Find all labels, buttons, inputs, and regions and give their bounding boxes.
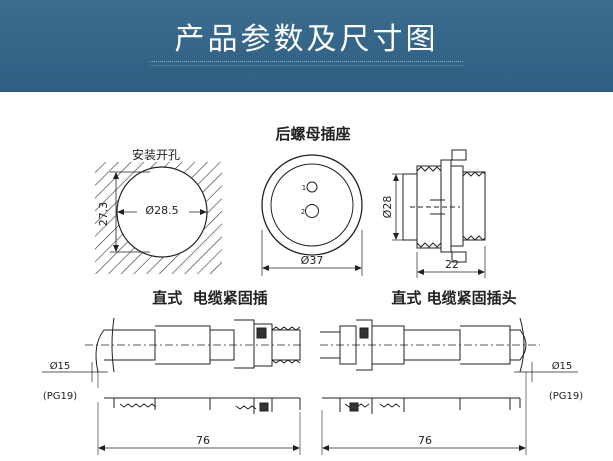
right-plug-drawing (320, 317, 578, 455)
right-plug-diameter-label: Ø15 (552, 360, 573, 372)
pin-2-label: 2 (301, 208, 305, 216)
pin-2-contact (305, 204, 319, 218)
socket-front-view (261, 154, 363, 276)
left-plug-drawing (42, 317, 303, 455)
right-plug-length-label: 76 (418, 434, 432, 447)
rear-nut-socket-title: 后螺母插座 (275, 125, 350, 143)
banner-decorative-line (150, 61, 463, 66)
panel-cutout-drawing (95, 162, 222, 274)
side-length-label: 22 (445, 258, 459, 271)
pin-1-label: 1 (302, 184, 306, 192)
panel-cutout-label: 安装开孔 (132, 147, 180, 162)
pin-1-contact (306, 181, 318, 193)
header-banner: 产品参数及尺寸图 (0, 0, 613, 92)
left-plug-diameter-label: Ø15 (50, 360, 71, 372)
face-diameter-label: Ø37 (301, 254, 324, 267)
straight-cable-plug-title: 直式 电缆紧固插 (152, 289, 267, 307)
cutout-diameter-label: Ø28.5 (145, 204, 178, 217)
straight-cable-plug-head-title: 直式 电缆紧固插头 (391, 289, 516, 307)
left-plug-length-label: 76 (196, 434, 210, 447)
cutout-height-label: 27.3 (97, 202, 110, 227)
right-plug-thread-label: (PG19) (549, 391, 583, 402)
left-plug-thread-label: (PG19) (43, 391, 77, 402)
side-diameter-label: Ø28 (381, 196, 394, 219)
socket-side-view (392, 149, 486, 278)
page-title: 产品参数及尺寸图 (174, 22, 439, 57)
